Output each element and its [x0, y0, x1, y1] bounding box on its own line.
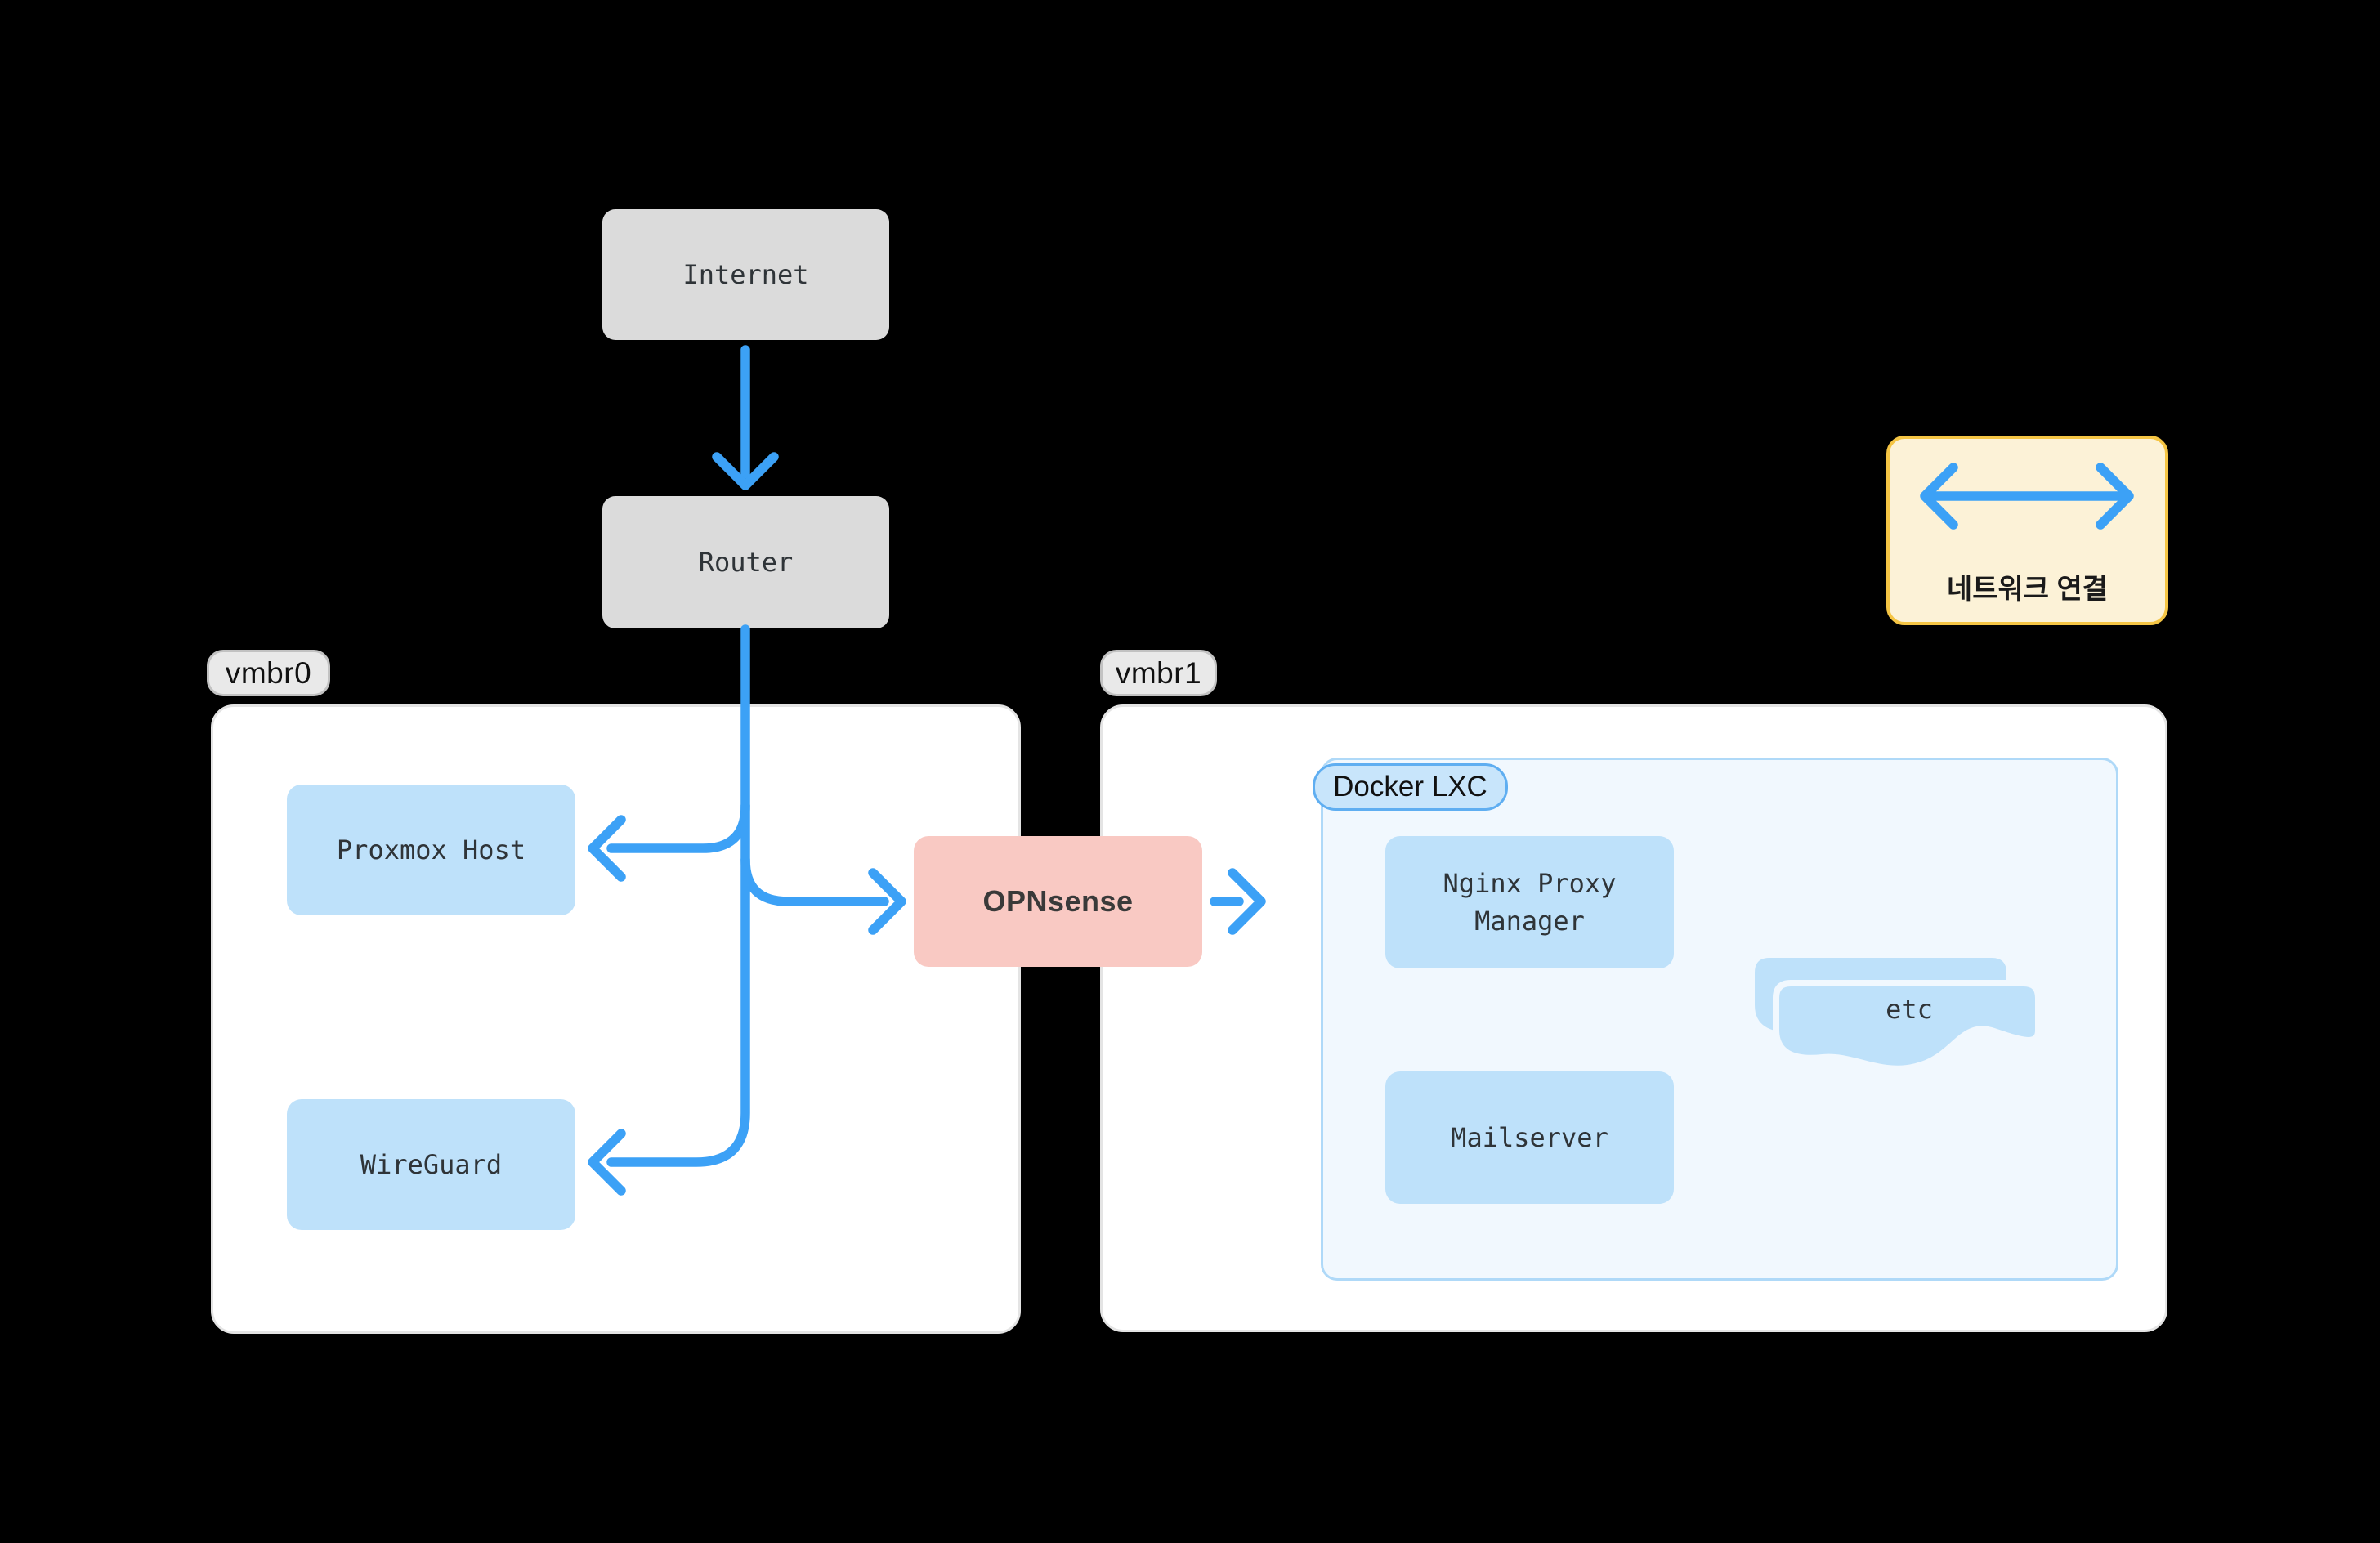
wireguard-node-label: WireGuard — [360, 1148, 503, 1180]
vmbr0-badge-label: vmbr0 — [225, 655, 312, 690]
opnsense-node: OPNsense — [914, 836, 1202, 967]
nginx-proxy-manager-node-label: Nginx Proxy Manager — [1443, 867, 1617, 937]
router-node-label: Router — [698, 546, 794, 578]
internet-node-label: Internet — [682, 258, 809, 290]
router-node: Router — [602, 496, 889, 628]
vmbr0-badge: vmbr0 — [207, 650, 330, 696]
internet-node: Internet — [602, 209, 889, 340]
document-front-icon — [1773, 980, 2042, 1072]
vmbr1-badge-label: vmbr1 — [1115, 655, 1202, 690]
etc-label: etc — [1886, 994, 1933, 1025]
wireguard-node: WireGuard — [287, 1099, 575, 1230]
etc-documents-icon — [1755, 958, 2042, 1072]
arrowhead-down-icon — [712, 452, 779, 490]
docker-lxc-badge: Docker LXC — [1313, 763, 1508, 811]
mailserver-node: Mailserver — [1385, 1071, 1674, 1204]
arrow-internet-to-router — [712, 345, 779, 490]
legend-label: 네트워크 연결 — [1946, 574, 2109, 605]
proxmox-host-node-label: Proxmox Host — [336, 834, 526, 865]
docker-lxc-badge-label: Docker LXC — [1333, 771, 1488, 803]
opnsense-node-label: OPNsense — [982, 883, 1134, 918]
nginx-proxy-manager-node: Nginx Proxy Manager — [1385, 836, 1674, 968]
mailserver-node-label: Mailserver — [1451, 1121, 1608, 1153]
proxmox-host-node: Proxmox Host — [287, 785, 575, 915]
vmbr1-badge: vmbr1 — [1100, 650, 1217, 696]
